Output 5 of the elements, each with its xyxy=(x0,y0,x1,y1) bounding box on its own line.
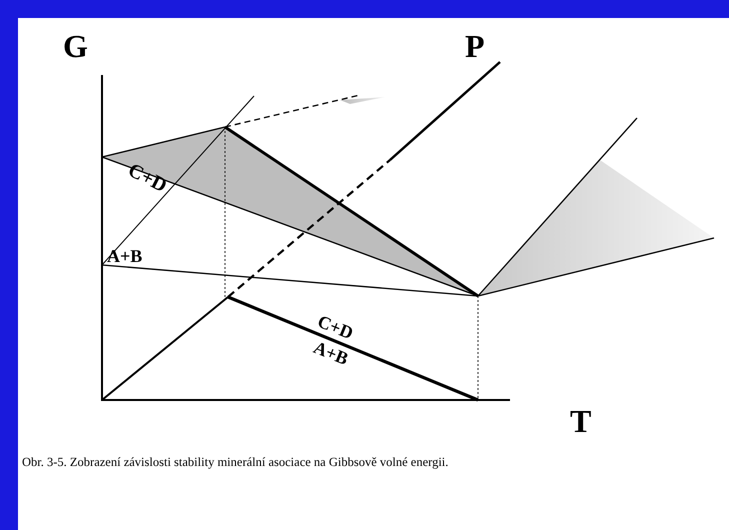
axis-label: T xyxy=(570,405,592,437)
axis-label: P xyxy=(465,30,485,62)
figure-caption: Obr. 3-5. Zobrazení závislosti stability minerální asociace na Gibbsově volné energii. xyxy=(22,455,448,470)
region-label: A+B xyxy=(107,247,142,265)
axis-label: G xyxy=(63,30,88,62)
